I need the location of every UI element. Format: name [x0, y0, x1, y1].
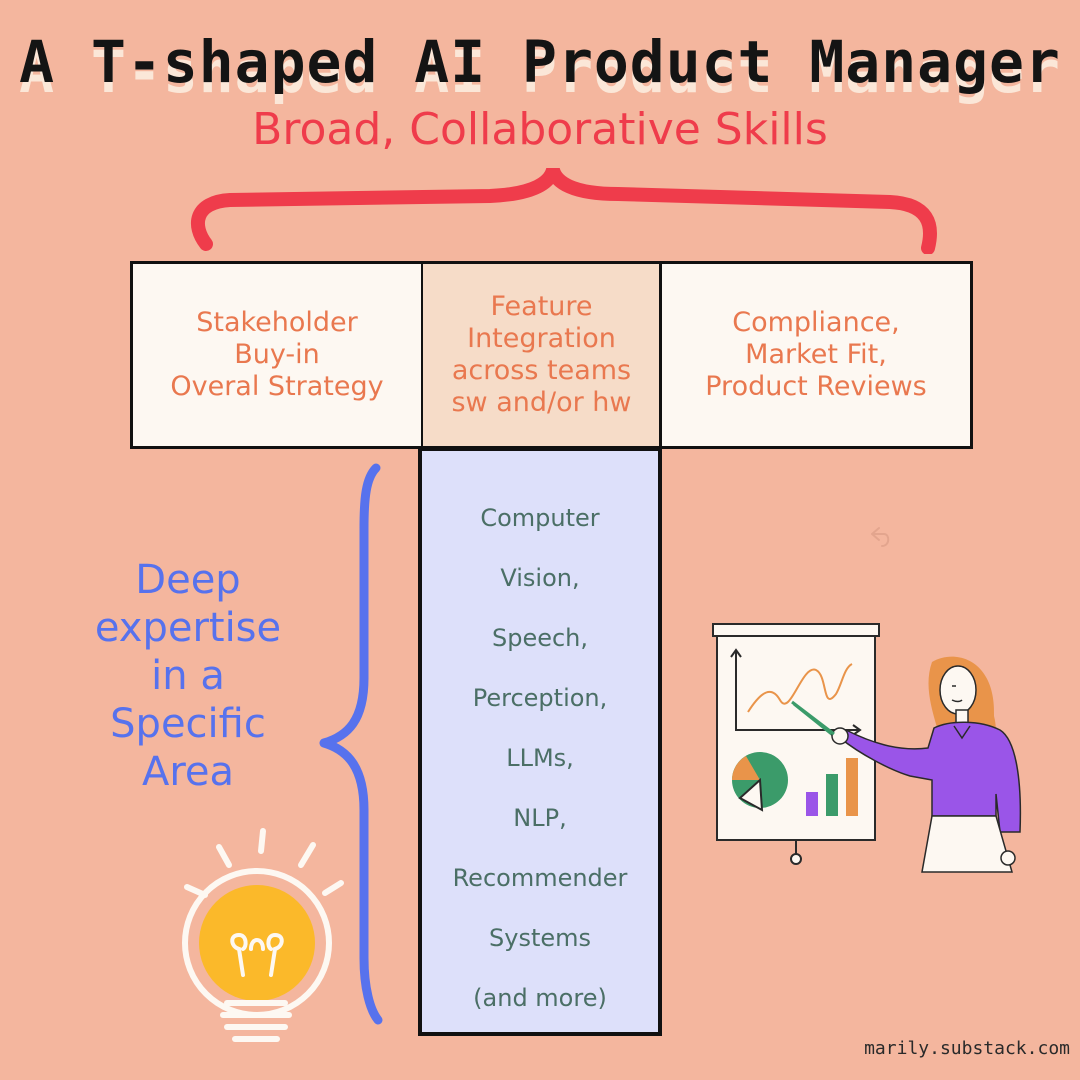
- page-title: A T-shaped AI Product Manager: [19, 28, 1061, 96]
- red-curly-brace-icon: [191, 168, 937, 254]
- deep-skill-item: Speech,: [491, 624, 589, 652]
- broad-skill-label: Stakeholder Buy-in Overal Strategy: [170, 307, 384, 402]
- lightbulb-icon: [182, 828, 344, 1042]
- deep-skill-item: Vision,: [500, 564, 580, 592]
- deep-skill-item: Recommender: [452, 864, 628, 892]
- broad-skill-label: Compliance, Market Fit, Product Reviews: [705, 307, 927, 402]
- deep-skill-item: Systems: [489, 924, 591, 952]
- deep-skill-item: (and more): [473, 984, 607, 1012]
- broad-skill-stakeholder: Stakeholder Buy-in Overal Strategy: [130, 261, 424, 449]
- deep-skill-item: Computer: [480, 504, 600, 532]
- deep-skills-list: Computer Vision, Speech, Perception, LLM…: [422, 503, 658, 1043]
- title-block: A T-shaped AI Product Manager A T-shaped…: [0, 22, 1080, 112]
- broad-skill-compliance: Compliance, Market Fit, Product Reviews: [659, 261, 973, 449]
- subtitle: Broad, Collaborative Skills: [252, 104, 828, 155]
- broad-skill-label: Feature Integration across teams sw and/…: [451, 291, 632, 418]
- broad-skill-feature-integration: Feature Integration across teams sw and/…: [421, 261, 662, 449]
- deep-skill-item: LLMs,: [506, 744, 574, 772]
- blue-curly-brace-icon: [319, 463, 383, 1025]
- deep-skill-item: NLP,: [513, 804, 567, 832]
- title-shadow: A T-shaped AI Product Manager: [19, 38, 1061, 106]
- deep-skill-item: Perception,: [472, 684, 608, 712]
- deep-expertise-label: Deep expertise in a Specific Area: [94, 557, 282, 795]
- credit-text: marily.substack.com: [864, 1038, 1070, 1059]
- undo-arrow-icon: [871, 527, 890, 547]
- deep-skills-stem: Computer Vision, Speech, Perception, LLM…: [418, 448, 662, 1036]
- presenter-illustration-icon: [712, 623, 1022, 873]
